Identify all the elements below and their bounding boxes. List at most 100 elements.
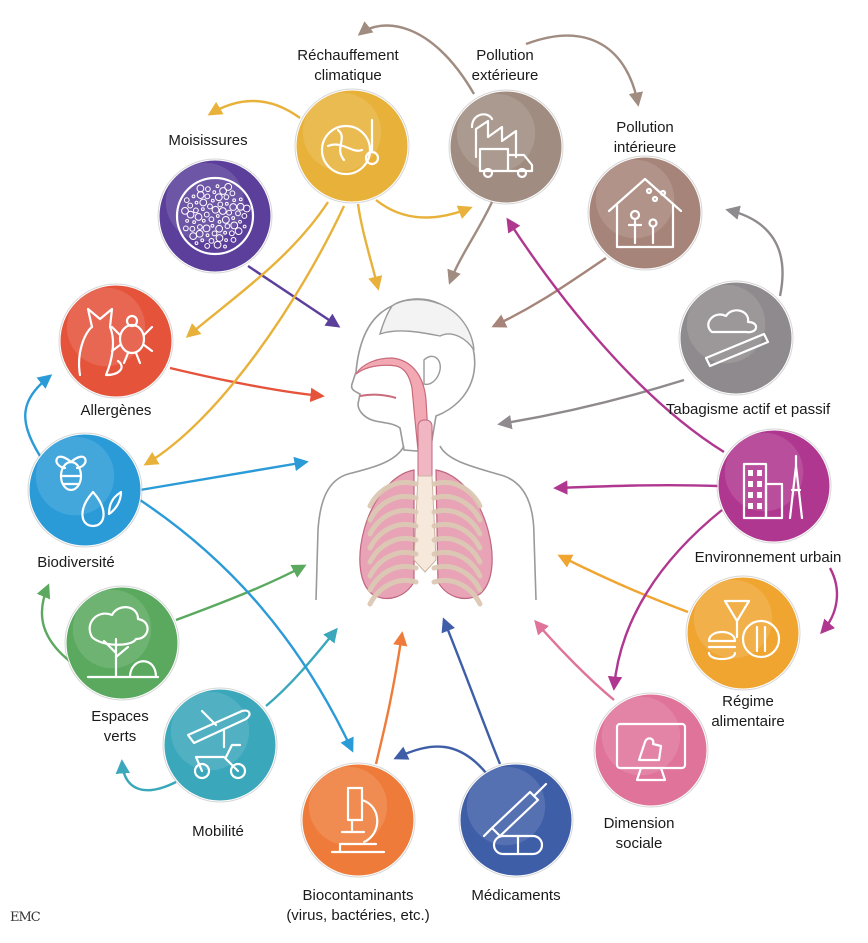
plane-scooter-icon	[186, 709, 251, 780]
label-regime-line: alimentaire	[711, 713, 785, 730]
label-biocontaminants: Biocontaminants(virus, bactéries, etc.)	[258, 886, 458, 926]
label-pollution-interieure-line: Pollution	[616, 119, 674, 136]
arrow-dimension-sociale-7	[534, 619, 615, 701]
label-espaces-verts-line: verts	[103, 728, 137, 745]
label-espaces-verts: Espaces verts	[70, 707, 170, 747]
arrow-rechauffement-17	[207, 99, 301, 119]
rib	[431, 564, 483, 593]
node-rechauffement	[294, 88, 410, 204]
arrow-pollution-interieure-11	[491, 257, 607, 328]
factory-truck-icon	[470, 113, 534, 179]
arrow-pollution-exterieure-18	[357, 21, 476, 95]
label-pollution-interieure-line: intérieure	[613, 139, 677, 156]
microscope-icon	[330, 786, 386, 854]
rib	[367, 494, 419, 523]
rib	[367, 550, 419, 579]
mold-petri-icon	[175, 176, 255, 256]
rib	[367, 564, 419, 593]
arrow-regime-8	[557, 554, 689, 614]
label-mobilite: Mobilité	[168, 822, 268, 842]
label-tabagisme: Tabagisme actif et passif	[638, 400, 858, 420]
node-pollution-exterieure	[448, 89, 564, 205]
arrow-medicaments-6	[441, 617, 502, 765]
arrow-rechauffement-13	[356, 203, 383, 291]
arrow-biodiversite-2	[139, 456, 309, 492]
arrow-biodiversite-24	[139, 499, 354, 753]
torso-outline	[315, 445, 537, 601]
arrow-allergenes-1	[169, 366, 325, 403]
label-rechauffement-line: Réchauffement	[297, 47, 399, 64]
label-regime: Régime alimentaire	[683, 692, 813, 732]
label-tabagisme-line: Tabagisme actif et passif	[665, 401, 831, 418]
arrow-biocontaminants-5	[374, 631, 408, 765]
house-family-icon	[607, 177, 683, 249]
rib	[431, 494, 483, 523]
nodes-layer	[27, 88, 832, 878]
rib	[367, 578, 419, 607]
label-allergenes: Allergènes	[56, 401, 176, 421]
rib	[431, 550, 483, 579]
rib	[431, 536, 483, 565]
label-mobilite-line: Mobilité	[192, 823, 244, 840]
human-respiratory-figure	[315, 298, 537, 607]
label-dimension-sociale-line: Dimension	[603, 815, 675, 832]
arrow-environnement-urbain-23	[820, 567, 839, 635]
label-medicaments-line: Médicaments	[471, 887, 561, 904]
label-rechauffement-line: climatique	[314, 67, 382, 84]
arrow-medicaments-28	[393, 745, 491, 779]
arrow-environnement-urbain-22	[607, 509, 723, 691]
arrow-environnement-urbain-9	[553, 480, 719, 495]
label-medicaments: Médicaments	[451, 886, 581, 906]
rib	[431, 578, 483, 607]
rib	[431, 508, 483, 537]
node-pollution-interieure	[587, 155, 703, 271]
arrow-pollution-exterieure-19	[525, 34, 643, 107]
rib	[367, 480, 419, 509]
label-regime-line: Régime	[722, 693, 774, 710]
emc-watermark: EMC	[10, 910, 41, 925]
label-pollution-exterieure-line: extérieure	[471, 67, 539, 84]
rib	[367, 536, 419, 565]
syringe-pill-icon	[482, 782, 548, 856]
arrow-tabagisme-20	[725, 205, 784, 297]
node-espaces-verts	[64, 585, 180, 701]
node-medicaments	[458, 762, 574, 878]
node-dimension-sociale	[593, 692, 709, 808]
label-pollution-exterieure: Pollution extérieure	[445, 46, 565, 86]
node-mobilite	[162, 687, 278, 803]
bee-droplet-icon	[55, 455, 123, 528]
rib	[431, 522, 483, 551]
label-environnement-urbain-line: Environnement urbain	[694, 549, 842, 566]
label-moisissures: Moisissures	[148, 131, 268, 151]
arrow-biodiversite-25	[24, 374, 53, 457]
node-biocontaminants	[300, 762, 416, 878]
cigarette-icon	[704, 309, 770, 368]
label-moisissures-line: Moisissures	[168, 132, 248, 149]
arrow-mobilite-4	[265, 627, 338, 707]
label-pollution-exterieure-line: Pollution	[476, 47, 534, 64]
node-allergenes	[58, 283, 174, 399]
node-tabagisme	[678, 280, 794, 396]
label-environnement-urbain: Environnement urbain	[668, 548, 868, 568]
arrows-layer	[24, 21, 839, 792]
arrow-mobilite-27	[115, 759, 177, 792]
label-rechauffement: Réchauffement climatique	[278, 46, 418, 86]
arrow-pollution-exterieure-12	[447, 201, 494, 285]
label-espaces-verts-line: Espaces	[91, 708, 149, 725]
node-biodiversite	[27, 432, 143, 548]
arrow-rechauffement-14	[185, 201, 330, 338]
label-biodiversite: Biodiversité	[16, 553, 136, 573]
food-icon	[707, 599, 781, 661]
arrow-espaces-verts-26	[36, 583, 77, 667]
node-moisissures	[157, 158, 273, 274]
screen-hand-icon	[615, 722, 687, 782]
arrow-espaces-verts-3	[175, 564, 307, 622]
arrow-environnement-urbain-21	[506, 217, 725, 454]
label-biocontaminants-line: (virus, bactéries, etc.)	[286, 907, 430, 924]
label-biodiversite-line: Biodiversité	[37, 554, 115, 571]
arrow-tabagisme-10	[497, 378, 685, 430]
trees-icon	[86, 606, 160, 679]
